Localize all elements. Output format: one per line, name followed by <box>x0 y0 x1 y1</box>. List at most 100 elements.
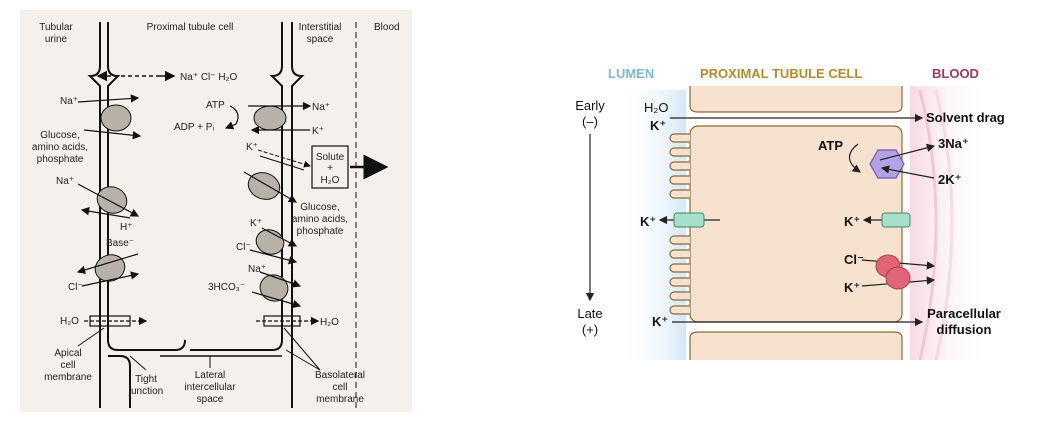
apical-glucose-label-3: phosphate <box>37 154 84 165</box>
apical-h-arrow <box>80 207 131 219</box>
early-label-2: (–) <box>582 114 598 129</box>
left-diagram-svg: Tubular urine Proximal tubule cell Inter… <box>32 22 400 408</box>
baso-cl-arrow <box>249 249 298 265</box>
apical-glucose-label-2: amino acids, <box>32 142 88 153</box>
right-diagram-svg: LUMEN PROXIMAL TUBULE CELL BLOOD Early (… <box>575 66 1005 361</box>
kcl-cotransporter-bottom <box>885 266 911 290</box>
baso-k2-label: K⁺ <box>250 218 262 229</box>
lateral-label-1: Lateral <box>195 370 226 381</box>
k-channel-apical <box>673 212 705 228</box>
blood-vessel-line-2 <box>934 89 954 361</box>
apical-label-1: Apical <box>54 348 81 359</box>
baso-glucose-label-2: amino acids, <box>292 214 348 225</box>
baso-cl-label: Cl⁻ <box>236 242 251 253</box>
apical-membrane <box>107 22 186 351</box>
baso-k-leak-label: K⁺ <box>246 142 258 153</box>
apical-na2-arrow <box>77 183 140 217</box>
paracellular-label-2: diffusion <box>937 322 992 337</box>
baso-label-1: Basolateral <box>315 370 365 381</box>
baso-glucose-arrow <box>243 171 298 203</box>
top-flux-label: Na⁺ Cl⁻ H₂O <box>180 72 237 83</box>
right-header-cell: PROXIMAL TUBULE CELL <box>700 66 862 81</box>
blood-haze <box>910 86 990 360</box>
apical-h-label: H⁺ <box>120 222 133 233</box>
baso-pointer-2 <box>285 349 321 371</box>
baso-glucose-transporter <box>247 172 281 200</box>
header-interstitial-2: space <box>307 34 334 45</box>
brush-border-microvilli <box>669 133 690 315</box>
solute-label-1: Solute <box>316 152 345 163</box>
tight-junction-label-2: junction <box>128 386 163 397</box>
early-label-1: Early <box>575 98 605 113</box>
tight-junction-bottom <box>108 355 131 408</box>
basolateral-membrane-outer <box>291 22 305 408</box>
solute-box <box>311 145 349 189</box>
baso-k-leak-channel <box>259 155 305 171</box>
lateral-label-3: space <box>197 394 224 405</box>
apical-na1-label: Na⁺ <box>60 96 78 107</box>
neighbor-cell-bottom <box>689 331 903 360</box>
baso-pointer-1 <box>283 327 321 371</box>
proximal-tubule-cell <box>689 125 903 323</box>
header-proximal-cell: Proximal tubule cell <box>147 22 234 33</box>
k2-label: 2K⁺ <box>938 172 961 187</box>
tight-junction-label-1: Tight <box>135 374 157 385</box>
apical-pointer <box>77 327 105 347</box>
right-header-blood: BLOOD <box>932 66 979 81</box>
baso-k-leak-arrow <box>257 149 311 168</box>
apical-base-label: Base⁻ <box>106 238 134 249</box>
baso-water-label: H₂O <box>320 317 339 328</box>
k-left-label: K⁺ <box>640 214 656 229</box>
baso-nahco3-cotransporter <box>259 274 289 302</box>
header-blood: Blood <box>374 22 400 33</box>
apical-cl-arrow <box>81 271 140 287</box>
baso-na-k-pump <box>253 105 287 131</box>
solute-label-2: + <box>327 163 333 174</box>
right-transport-diagram: LUMEN PROXIMAL TUBULE CELL BLOOD Early (… <box>560 50 1040 370</box>
k-channel-basolateral <box>881 212 911 228</box>
baso-label-3: membrane <box>316 394 364 405</box>
paracellular-label-1: Paracellular <box>927 306 1001 321</box>
header-interstitial-1: Interstitial <box>299 22 342 33</box>
baso-glucose-label-3: phosphate <box>297 226 344 237</box>
header-tubular-urine-2: urine <box>45 34 68 45</box>
atp-label: ATP <box>818 138 843 153</box>
baso-na-arrow <box>259 271 302 288</box>
baso-adp-label: ADP + Pᵢ <box>174 122 214 133</box>
na-k-atpase-pump <box>869 149 905 179</box>
baso-hco3-arrow <box>251 291 302 309</box>
apical-water-label: H₂O <box>60 316 79 327</box>
baso-hco3-label: 3HCO₃⁻ <box>208 282 245 293</box>
na3-label: 3Na⁺ <box>938 136 969 151</box>
atp-hydrolysis-arrow <box>848 143 861 173</box>
apical-membrane-outer <box>87 22 101 408</box>
baso-label-2: cell <box>332 382 347 393</box>
na-out-arrow <box>879 143 936 161</box>
solute-label-3: H₂O <box>321 175 340 186</box>
baso-na-out-label: Na⁺ <box>312 102 330 113</box>
solvent-drag-label: Solvent drag <box>926 110 1005 125</box>
apical-cl-label: Cl⁻ <box>68 282 83 293</box>
apical-na2-label: Na⁺ <box>56 176 74 187</box>
baso-k-in-label: K⁺ <box>312 126 324 137</box>
apical-label-3: membrane <box>44 372 92 383</box>
baso-k2-arrow <box>261 227 298 247</box>
h2o-label: H₂O <box>644 100 669 115</box>
baso-atp-label: ATP <box>206 100 225 111</box>
late-label-2: (+) <box>582 322 598 337</box>
header-tubular-urine-1: Tubular <box>39 22 73 33</box>
apical-base-arrow <box>76 253 139 274</box>
apical-label-2: cell <box>60 360 75 371</box>
k-in-arrow <box>880 165 935 179</box>
apical-na-arrow <box>77 94 140 103</box>
late-label-1: Late <box>577 306 602 321</box>
neighbor-cell-top <box>689 86 903 113</box>
baso-glucose-label-1: Glucose, <box>300 202 339 213</box>
tight-junction-pointer <box>129 355 147 371</box>
cl-label: Cl⁻ <box>844 252 864 267</box>
apical-base-cl-exchanger <box>94 254 126 282</box>
blood-vessel-line-1 <box>918 89 938 361</box>
left-transport-diagram: Tubular urine Proximal tubule cell Inter… <box>20 10 412 412</box>
right-header-lumen: LUMEN <box>608 66 654 81</box>
baso-atp-arrow <box>224 105 239 130</box>
